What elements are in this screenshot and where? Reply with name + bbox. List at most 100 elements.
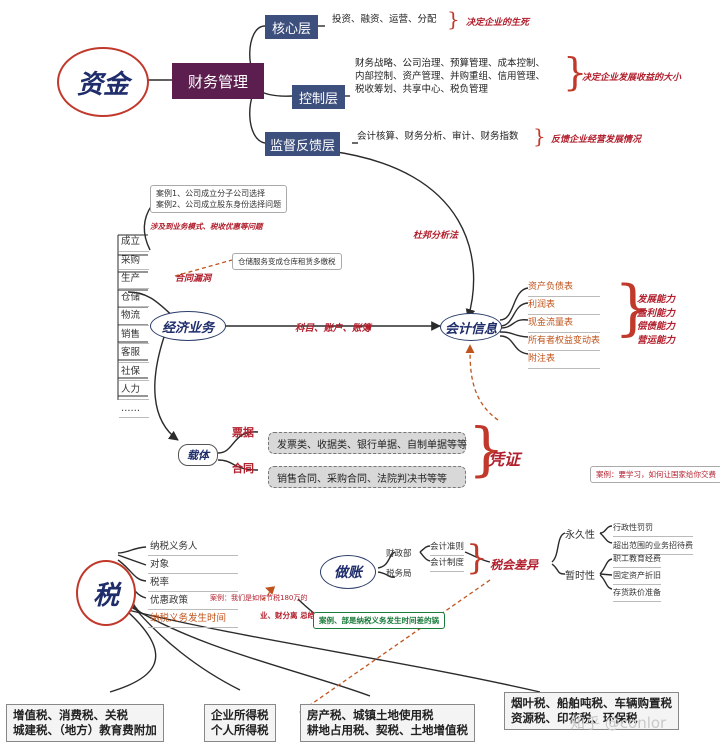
tax-group-line: 耕地占用税、契税、土地增值税 [307,723,468,737]
department-item: 税务局 [386,569,412,579]
business-item: 成立 [119,233,149,252]
voucher-label: 凭证 [488,450,521,469]
core-layer-note: 决定企业的生死 [466,18,530,28]
permanent-items: 行政性罚罚 超出范围的业务招待费 [613,519,693,555]
tax-item: 纳税义务发生时间 [148,610,238,628]
supervision-layer-brace-icon: } [533,124,546,148]
control-layer-note: 决定企业发展收益的大小 [582,73,682,83]
tax-group-line: 资源税、印花税、环保税 [511,711,638,725]
core-layer-node: 核心层 [265,15,318,39]
timing-items: 职工教育经费 固定资产折旧 存货跌价准备 [613,551,661,602]
tax-group-line: 房产税、城镇土地使用税 [307,708,434,722]
economic-business-node: 经济业务 [150,311,226,341]
carrier-node: 载体 [178,444,218,466]
supervision-layer-node: 监督反馈层 [265,132,340,156]
business-item: …… [119,400,149,418]
timing-item: 存货跌价准备 [613,585,661,602]
statement-item: 现金流量表 [528,315,601,333]
tax-group-line: 企业所得税 [211,708,269,722]
study-case-box: 案例：要学习，如何让国家给你交费 [590,466,720,483]
voucher-brace-icon: } [468,415,505,483]
cases-box: 案例1、公司成立分子公司选择 案例2、公司成立股东身份选择问题 [150,185,288,213]
tax-group-line: 烟叶税、船舶吨税、车辆购置税 [511,696,672,710]
business-item: 物流 [119,307,149,326]
control-detail-line: 内部控制、资产管理、并购重组、信用管理、 [355,71,546,82]
business-item: 采购 [119,252,149,270]
statement-list: 资产负债表 利润表 现金流量表 所有者权益变动表 附注表 [528,279,601,369]
control-layer-node: 控制层 [292,85,345,109]
tax-group-2: 企业所得税 个人所得税 [204,704,276,742]
contract-label: 合同 [232,462,254,475]
supervision-layer-detail: 会计核算、财务分析、审计、财务指数 [357,131,519,142]
case-1: 案例1、公司成立分子公司选择 [156,189,266,198]
ability-item: 营运能力 [637,334,676,346]
department-item: 财政部 [386,549,412,559]
control-detail-line: 财务战略、公司治理、预算管理、成本控制、 [355,58,546,69]
tax-case-180: 案例：我们是如何节税180万的 [210,594,308,602]
business-item: 社保 [119,363,149,381]
contract-loophole-example: 仓储服务变成仓库租赁多缴税 [232,253,342,270]
tax-item: 优惠政策 [148,592,238,610]
control-layer-brace-icon: } [563,50,588,94]
finance-management-node: 财务管理 [172,63,264,99]
ability-item: 偿债能力 [637,321,676,332]
bill-label: 票据 [232,426,254,439]
abilities-list: 发展能力 盈利能力 偿债能力 营运能力 [637,293,675,347]
difference-brace-icon: } [466,538,488,578]
statement-item: 附注表 [528,351,601,369]
tax-time-note: 业、财分离 忌皓 [260,611,316,620]
tax-group-line: 增值税、消费税、关税 [13,708,128,722]
bookkeeping-node: 做账 [320,555,376,589]
control-detail-line: 税收筹划、共享中心、税负管理 [355,84,489,95]
capital-node: 资金 [57,47,149,117]
tax-case-dept: 案例、部是纳税义务发生时间差的锅 [313,612,445,629]
tax-group-line: 个人所得税 [211,723,269,737]
tax-item: 对象 [148,556,238,574]
abilities-brace-icon: } [614,273,653,343]
cases-note: 涉及到业务模式、税收优惠等问题 [150,222,263,231]
tax-group-line: 城建税、（地方）教育费附加 [13,723,157,737]
bill-items: 发票类、收据类、银行单据、自制单据等等 [268,432,467,454]
tax-node: 税 [76,560,136,626]
dupont-label: 杜邦分析法 [413,231,459,241]
permanent-item: 行政性罚罚 [613,519,693,537]
tax-group-3: 房产税、城镇土地使用税 耕地占用税、契税、土地增值税 [300,704,475,742]
business-item: 人力 [119,381,149,400]
department-list: 财政部 税务局 [386,544,412,584]
timing-item: 固定资产折旧 [613,568,661,585]
accounting-info-node: 会计信息 [440,313,502,341]
standard-item: 会计准则 [430,540,465,556]
case-2: 案例2、公司成立股东身份选择问题 [156,200,282,209]
standard-list: 会计准则 会计制度 [430,540,465,572]
tax-item: 纳税义务人 [148,538,238,556]
timing-label: 暂时性 [565,571,595,582]
core-layer-detail: 投资、融资、运营、分配 [332,14,437,25]
subject-account-label: 科目、账户、账簿 [295,323,372,334]
statement-item: 利润表 [528,297,601,315]
tax-item-list: 纳税义务人 对象 税率 优惠政策 纳税义务发生时间 [148,538,238,628]
tax-group-1: 增值税、消费税、关税 城建税、（地方）教育费附加 [6,704,164,742]
core-layer-brace-icon: } [447,7,460,31]
tax-accounting-difference: 税会差异 [490,558,539,572]
ability-item: 发展能力 [637,294,676,305]
statement-item: 资产负债表 [528,279,601,297]
watermark: 知乎 @conlor [570,714,667,732]
statement-item: 所有者权益变动表 [528,333,601,351]
business-item: 客服 [119,344,149,363]
business-item: 仓储 [119,289,149,307]
permanent-item: 超出范围的业务招待费 [613,537,693,555]
ability-item: 盈利能力 [637,307,676,319]
control-layer-detail: 财务战略、公司治理、预算管理、成本控制、 内部控制、资产管理、并购重组、信用管理… [355,57,545,96]
business-item-list: 成立 采购 生产 仓储 物流 销售 客服 社保 人力 …… [119,233,149,418]
contract-items: 销售合同、采购合同、法院判决书等等 [268,466,466,488]
tax-item: 税率 [148,574,238,592]
business-item: 生产 [119,270,149,289]
tax-group-4: 烟叶税、船舶吨税、车辆购置税 资源税、印花税、环保税 [504,692,679,730]
business-item: 销售 [119,326,149,344]
supervision-layer-note: 反馈企业经营发展情况 [551,135,642,145]
standard-item: 会计制度 [430,556,465,572]
timing-item: 职工教育经费 [613,551,661,568]
permanent-label: 永久性 [565,530,595,541]
contract-loophole-label: 合同漏洞 [175,274,212,284]
